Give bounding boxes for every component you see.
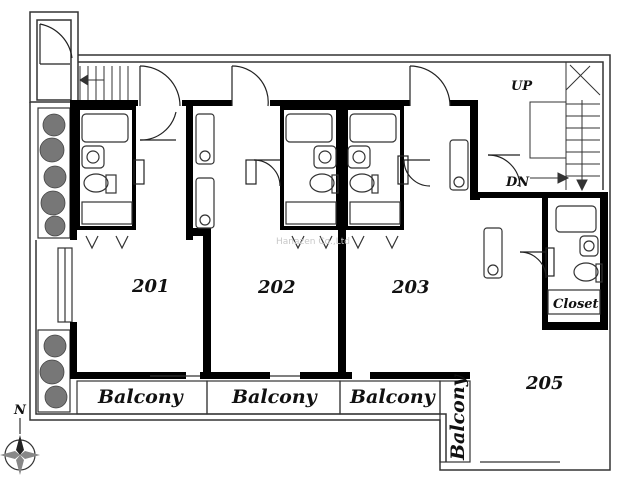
right-stair: [529, 62, 601, 192]
door-swings: [133, 65, 555, 279]
room-202-label: 202: [257, 277, 296, 298]
entrance-stair: [79, 66, 129, 100]
balcony-205-label: Balcony: [447, 373, 469, 461]
closet-box: [547, 289, 601, 315]
entrance-door: [39, 23, 73, 65]
compass-icon: [0, 418, 40, 475]
balcony-201-label: Balcony: [97, 386, 185, 408]
balcony-203-label: Balcony: [349, 386, 437, 408]
room-205-label: 205: [525, 373, 564, 394]
closet-label: Closet: [553, 297, 599, 312]
plants-left: [37, 107, 71, 413]
room-201-label: 201: [131, 276, 170, 297]
room-203-label: 203: [391, 277, 430, 298]
balcony-rail: [76, 375, 560, 463]
stair-up-label: UP: [511, 79, 533, 94]
fixtures: [81, 113, 603, 312]
watermark: Hanazen Co.,Ltd: [276, 237, 350, 247]
left-window: [57, 247, 73, 323]
walls: [70, 100, 608, 379]
compass-north-label: N: [13, 403, 27, 418]
balcony-202-label: Balcony: [231, 386, 319, 408]
stair-down-label: DN: [505, 175, 530, 190]
